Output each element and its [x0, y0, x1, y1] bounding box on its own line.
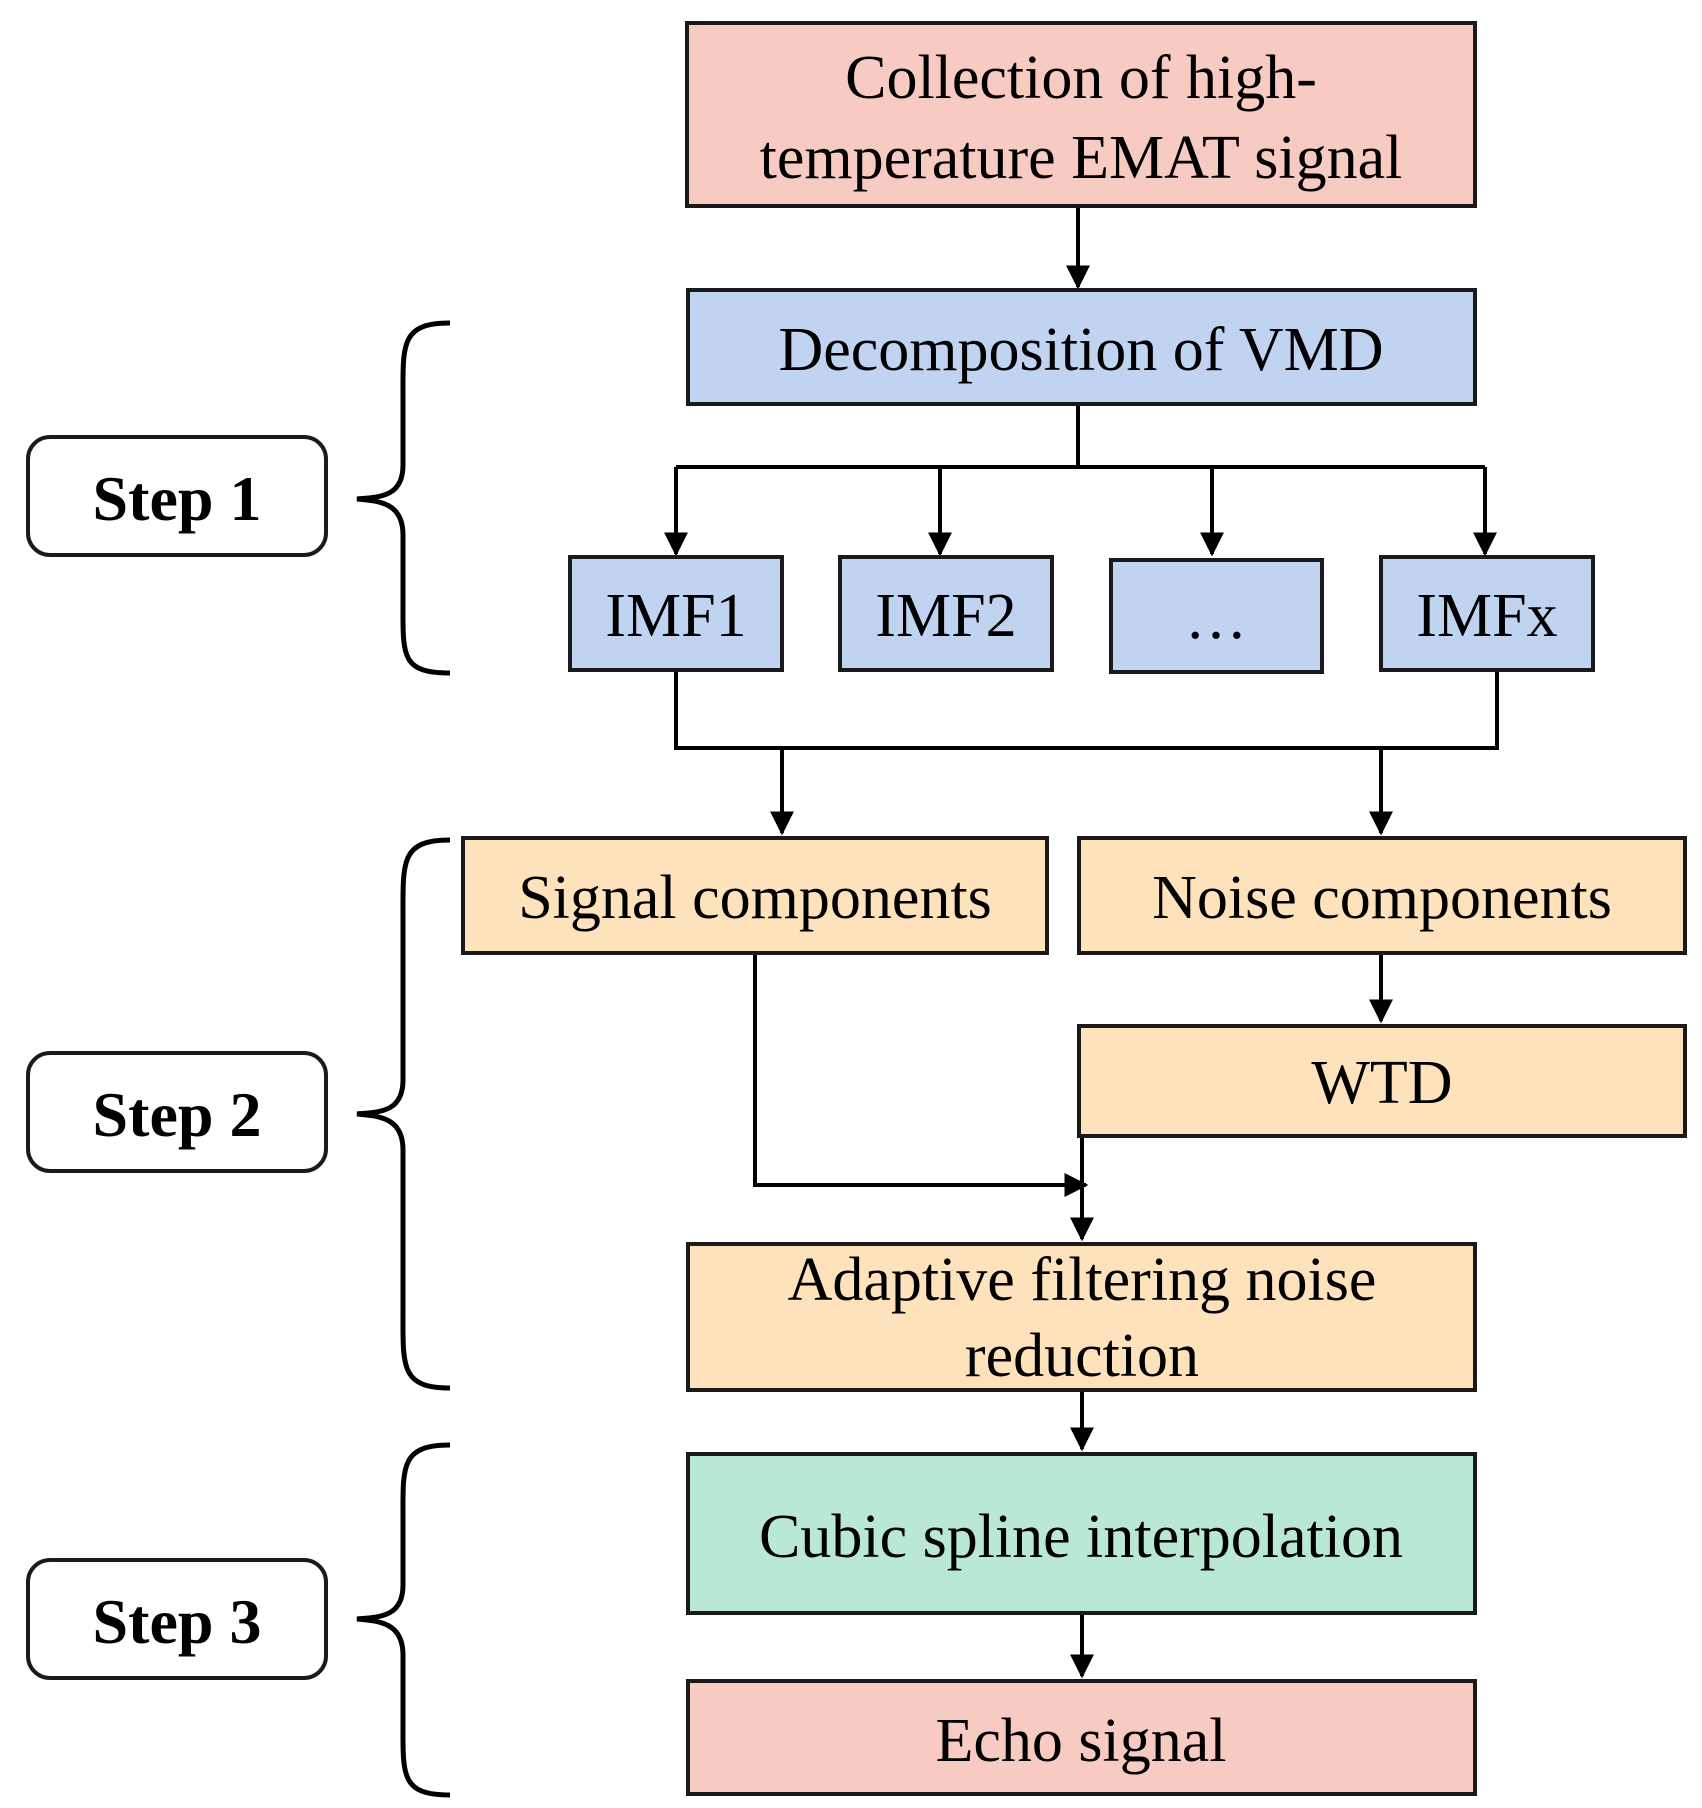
arrow-signal-to-merge: [753, 953, 1089, 1197]
step-1-label: Step 1: [93, 463, 262, 534]
imf2-box: [838, 555, 1054, 672]
signal-components-label: Signal components: [518, 864, 992, 932]
step-2-brace: [356, 837, 451, 1391]
step-1-box: [26, 435, 328, 557]
step-3-group: Step 3: [26, 1442, 451, 1798]
imf1-label: IMF1: [605, 582, 746, 650]
node-wtd: WTD: [1077, 1024, 1687, 1138]
collection-label-line2: temperature EMAT signal: [760, 124, 1403, 192]
wtd-box: [1077, 1024, 1687, 1138]
collection-box: [685, 21, 1477, 208]
node-noise-components: Noise components: [1077, 836, 1687, 955]
node-imf-dots: …: [1109, 558, 1324, 674]
adaptive-filtering-box: [686, 1242, 1477, 1392]
vmd-box: [686, 288, 1477, 406]
noise-components-box: [1077, 836, 1687, 955]
node-signal-components: Signal components: [461, 836, 1049, 955]
step-2-group: Step 2: [26, 837, 451, 1391]
noise-components-label: Noise components: [1152, 864, 1612, 932]
cubic-spline-label: Cubic spline interpolation: [759, 1503, 1403, 1571]
wtd-label: WTD: [1311, 1049, 1452, 1117]
imfx-box: [1379, 555, 1595, 672]
step-3-brace: [356, 1442, 451, 1798]
node-vmd: Decomposition of VMD: [686, 288, 1477, 406]
imfx-label: IMFx: [1416, 582, 1557, 650]
vmd-label: Decomposition of VMD: [778, 316, 1383, 384]
step-2-box: [26, 1051, 328, 1173]
node-adaptive-filtering: Adaptive filtering noise reduction: [686, 1242, 1477, 1392]
cubic-spline-box: [686, 1452, 1477, 1615]
node-imf2: IMF2: [838, 555, 1054, 672]
adaptive-filtering-label-line1: Adaptive filtering noise: [788, 1246, 1377, 1314]
node-collection: Collection of high- temperature EMAT sig…: [685, 21, 1477, 208]
step-3-box: [26, 1558, 328, 1680]
step-3-label: Step 3: [93, 1586, 262, 1657]
node-imfx: IMFx: [1379, 555, 1595, 672]
step-1-brace: [356, 320, 451, 676]
adaptive-filtering-label-line2: reduction: [965, 1322, 1199, 1390]
step-2-label: Step 2: [93, 1079, 262, 1150]
node-imf1: IMF1: [568, 555, 784, 672]
imf2-label: IMF2: [875, 582, 1016, 650]
imf1-box: [568, 555, 784, 672]
node-cubic-spline: Cubic spline interpolation: [686, 1452, 1477, 1615]
node-echo-signal: Echo signal: [686, 1679, 1477, 1796]
connectors: [664, 208, 1499, 1679]
imf-dots-label: …: [1185, 584, 1247, 652]
collection-label-line1: Collection of high-: [845, 44, 1317, 112]
imf-dots-box: [1109, 558, 1324, 674]
signal-components-box: [461, 836, 1049, 955]
echo-signal-box: [686, 1679, 1477, 1796]
echo-signal-label: Echo signal: [936, 1707, 1227, 1775]
step-1-group: Step 1: [26, 320, 451, 676]
